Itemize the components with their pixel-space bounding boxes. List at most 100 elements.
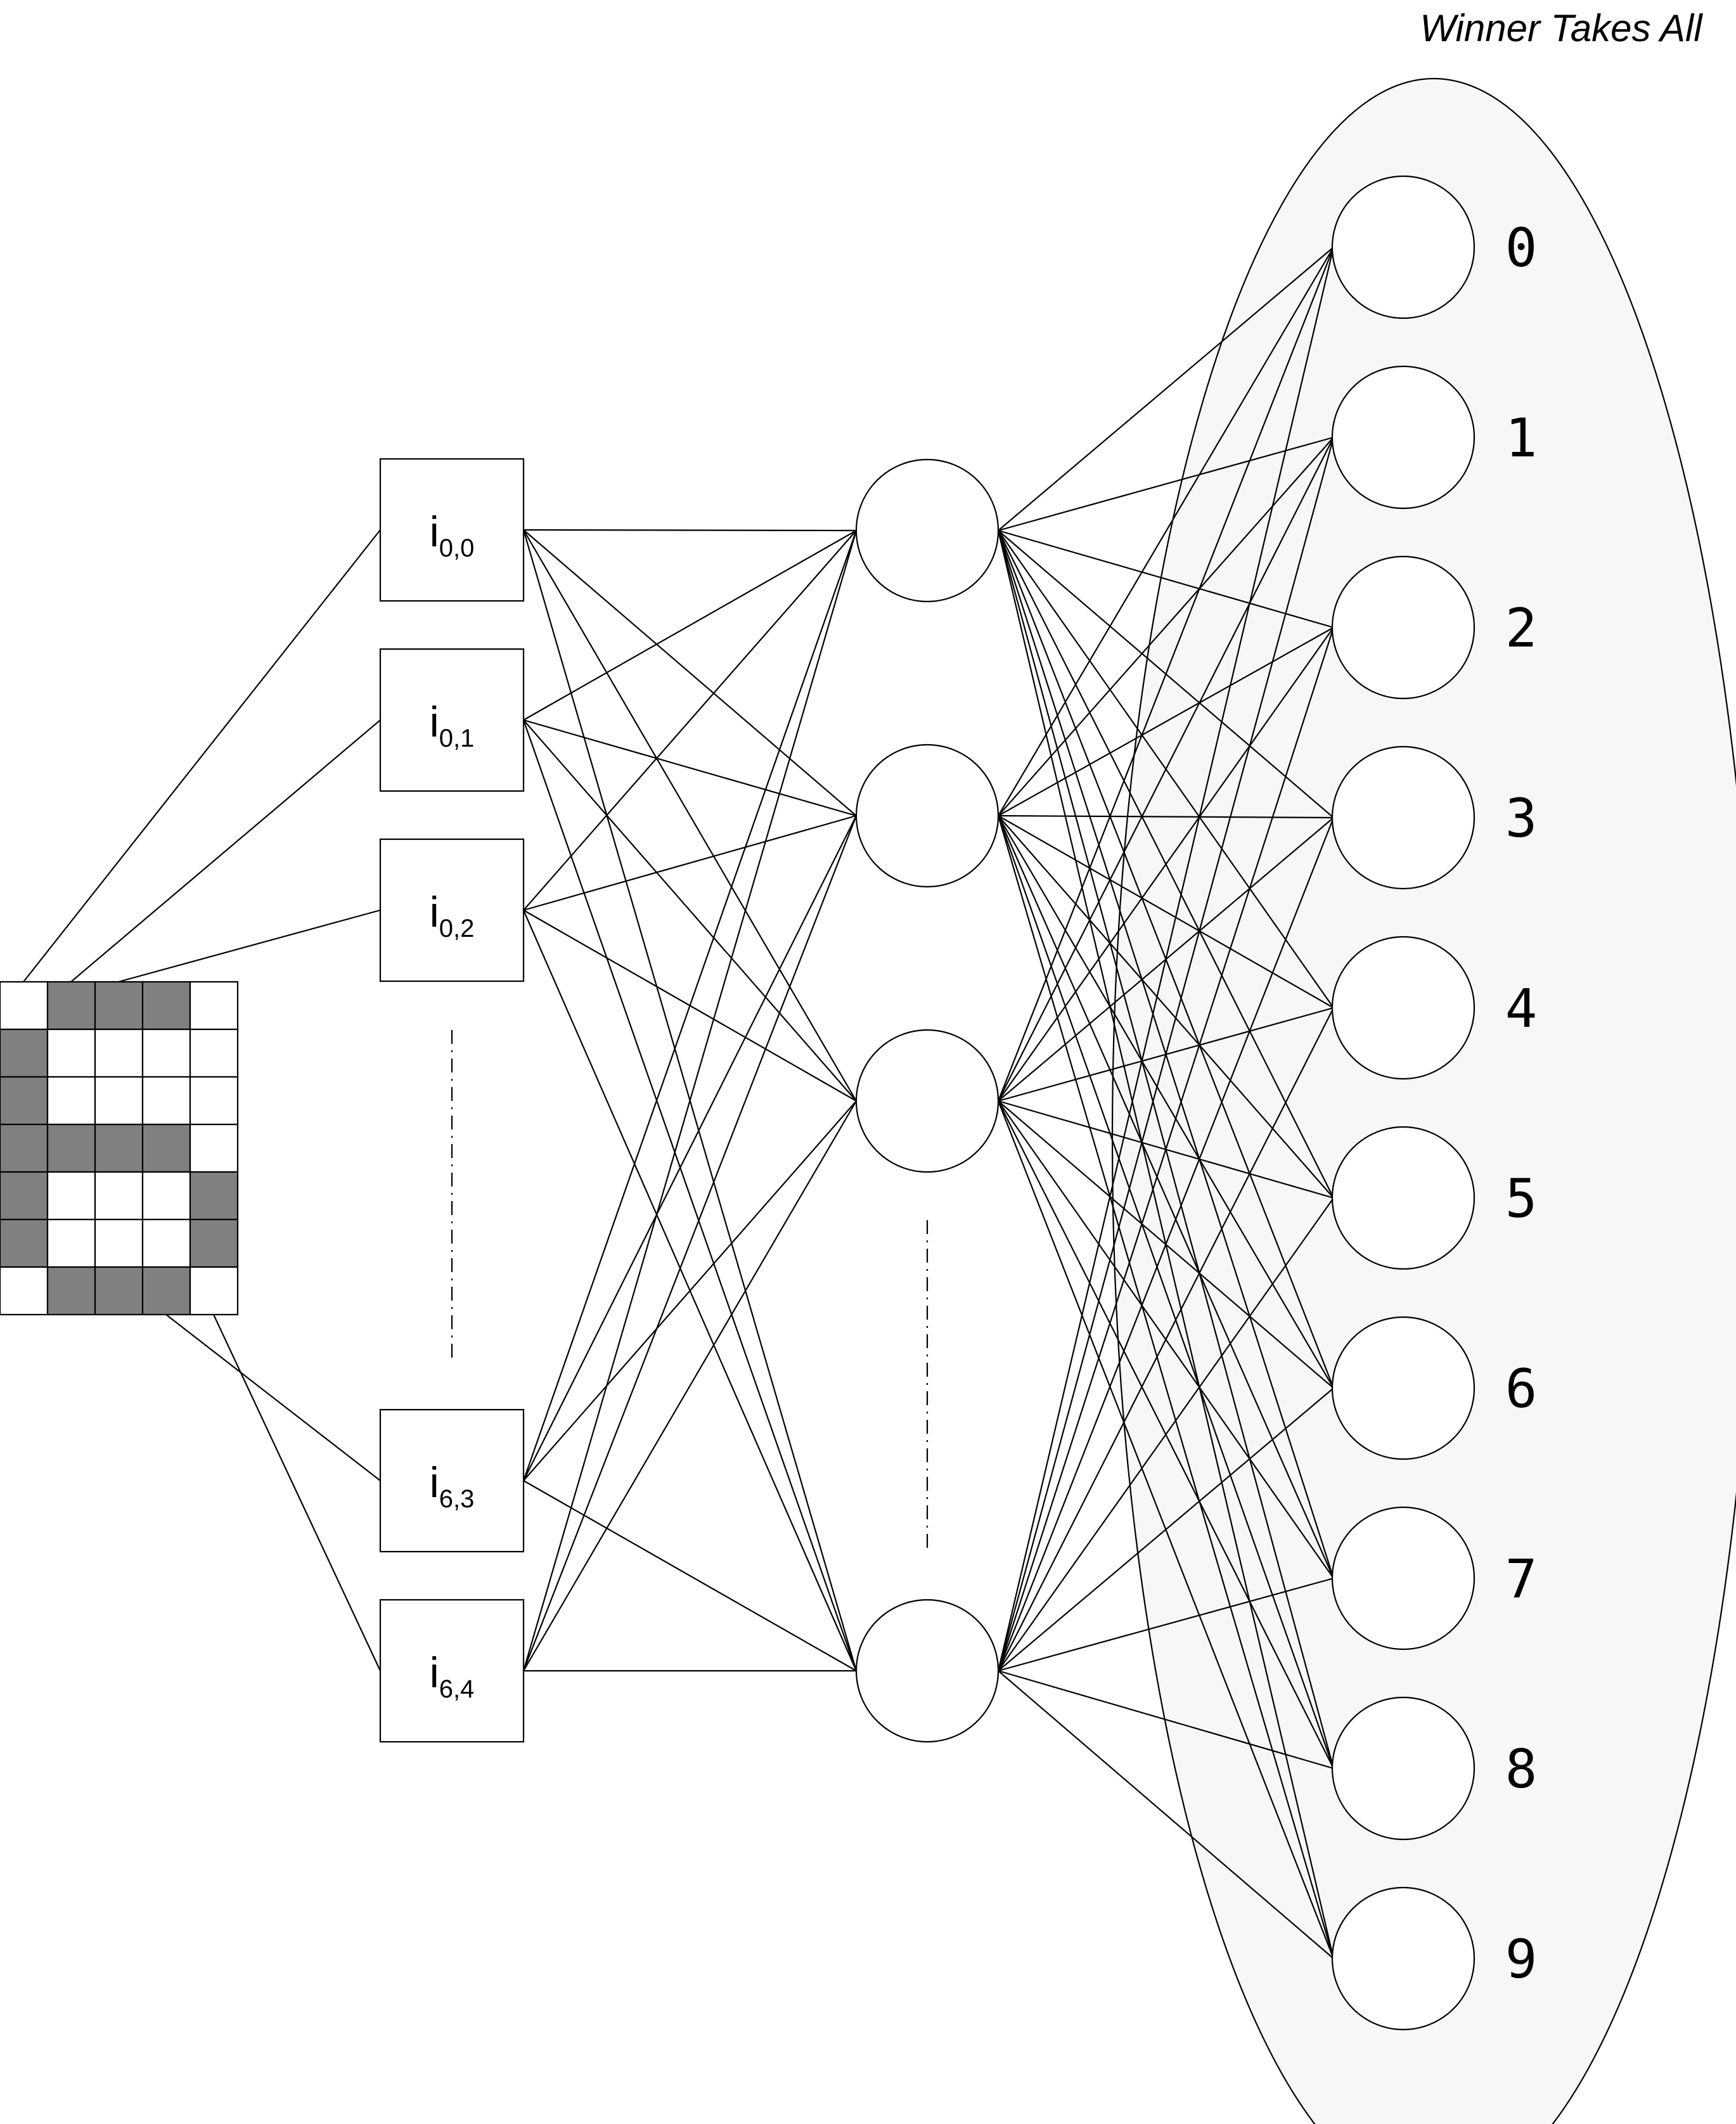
edge [998, 436, 1334, 532]
edge [997, 817, 1335, 1671]
grid-cell-empty [189, 1028, 239, 1078]
grid-cell-filled [0, 1123, 49, 1173]
edge [523, 529, 857, 816]
edge [998, 627, 1334, 1102]
grid-to-input-edges [23, 529, 381, 1671]
output-node [1331, 745, 1476, 890]
grid-cell-empty [46, 1171, 96, 1221]
edge [997, 627, 1335, 1671]
grid-cell-empty [189, 1266, 239, 1316]
input-node-subscript: 6,4 [439, 1675, 475, 1703]
grid-cell-empty [189, 1076, 239, 1126]
grid-cell-filled [46, 1123, 96, 1173]
edge [998, 1387, 1334, 1671]
output-node [1331, 1506, 1476, 1651]
edge [998, 814, 1334, 819]
edge [23, 529, 381, 982]
grid-cell-filled [46, 981, 96, 1031]
edge [998, 815, 1334, 1008]
grid-cell-filled [141, 1123, 191, 1173]
edge [523, 719, 857, 817]
input-node-subscript: 0,1 [439, 724, 475, 752]
edge [998, 1670, 1334, 1770]
input-node-label: i [430, 1458, 439, 1507]
edge [523, 719, 857, 1102]
input-node-subscript: 0,2 [439, 915, 475, 943]
edge [998, 627, 1334, 816]
edge [522, 815, 858, 1671]
input-to-hidden-edges [522, 529, 858, 1672]
hidden-node [855, 458, 1000, 603]
edge [998, 815, 1334, 1199]
output-node [1331, 1126, 1476, 1270]
grid-cell-empty [0, 1266, 49, 1316]
edge [998, 1197, 1334, 1671]
grid-cell-empty [94, 1171, 144, 1221]
edge [997, 815, 1335, 1579]
grid-cell-empty [94, 1218, 144, 1268]
edge [70, 719, 381, 982]
grid-cell-empty [94, 1076, 144, 1126]
output-label: 1 [1505, 407, 1538, 469]
edge [998, 815, 1334, 1389]
input-node: i0,1 [379, 648, 525, 792]
output-label: 9 [1505, 1928, 1538, 1990]
grid-cell-empty [46, 1028, 96, 1078]
edge [523, 530, 857, 911]
edge [997, 815, 1335, 1959]
output-node [1331, 1886, 1476, 2031]
edge [997, 437, 1335, 1671]
edge [998, 247, 1334, 531]
edge [998, 1007, 1334, 1671]
diagram-title: Winner Takes All [1420, 7, 1703, 49]
input-node-label: i [430, 1649, 439, 1697]
edge [523, 814, 857, 911]
input-node-label: i [430, 698, 439, 746]
grid-cell-empty [141, 1076, 191, 1126]
grid-cell-empty [189, 981, 239, 1031]
input-node: i6,4 [379, 1599, 525, 1743]
input-node-subscript: 6,3 [439, 1485, 475, 1513]
edge [997, 247, 1335, 1671]
svg-text:i0,1: i0,1 [430, 698, 475, 752]
output-node [1331, 365, 1476, 510]
output-node [1331, 936, 1476, 1080]
grid-cell-filled [46, 1266, 96, 1316]
output-label: 7 [1505, 1548, 1538, 1610]
svg-text:i6,4: i6,4 [430, 1649, 475, 1703]
edge [522, 719, 858, 1671]
svg-text:i6,3: i6,3 [430, 1458, 475, 1513]
edge [523, 1480, 857, 1671]
hidden-node [855, 1029, 1000, 1173]
output-node [1331, 555, 1476, 700]
edge [523, 529, 857, 532]
edge [213, 1314, 381, 1671]
grid-cell-filled [189, 1171, 239, 1221]
grid-cell-empty [189, 1123, 239, 1173]
grid-cell-filled [0, 1076, 49, 1126]
input-node: i0,0 [379, 458, 525, 602]
input-node-label: i [430, 888, 439, 936]
output-node [1331, 1696, 1476, 1841]
output-node [1331, 175, 1476, 319]
grid-cell-filled [94, 1266, 144, 1316]
grid-cell-empty [46, 1076, 96, 1126]
edge [522, 530, 858, 1481]
edge [522, 530, 858, 1671]
edge [523, 1100, 857, 1671]
grid-cell-filled [94, 1123, 144, 1173]
grid-cell-empty [141, 1171, 191, 1221]
output-node [1331, 1316, 1476, 1460]
grid-cell-filled [0, 1218, 49, 1268]
input-node-label: i [430, 508, 439, 556]
edge [998, 1577, 1334, 1672]
grid-cell-empty [141, 1218, 191, 1268]
output-label: 3 [1505, 787, 1538, 849]
input-pixel-grid [0, 981, 239, 1316]
output-label: 5 [1505, 1168, 1538, 1230]
edge [997, 247, 1335, 1102]
edge [998, 529, 1334, 629]
output-label: 6 [1505, 1358, 1538, 1420]
output-label: 4 [1505, 977, 1538, 1039]
edge [523, 1100, 857, 1481]
